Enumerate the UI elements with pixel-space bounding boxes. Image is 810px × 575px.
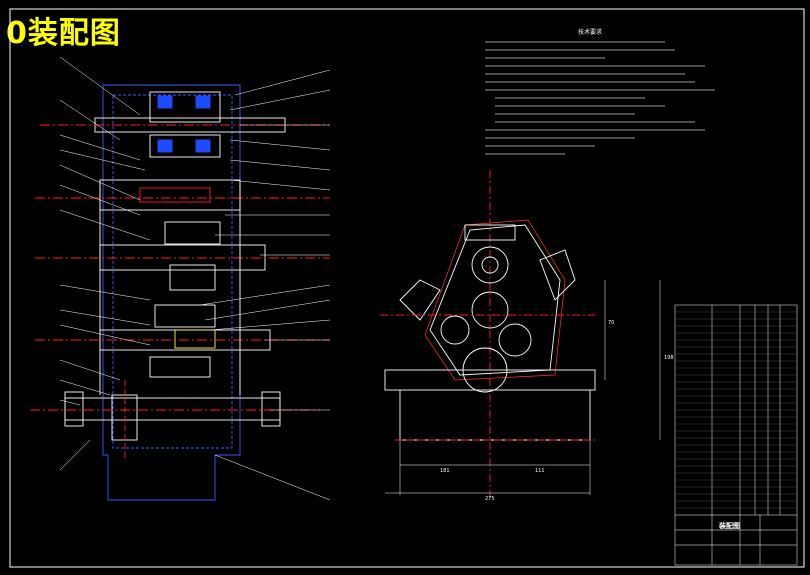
dim-width-total: 275 bbox=[485, 496, 495, 502]
title-block-name: 装配图 bbox=[719, 522, 740, 530]
dim-height-b: 198 bbox=[664, 355, 674, 361]
notes-lines bbox=[485, 41, 715, 155]
notes-heading: 技术要求 bbox=[578, 29, 603, 36]
dim-height-a: 70 bbox=[608, 320, 615, 326]
drawing-frame bbox=[9, 8, 805, 568]
dim-right-half: 111 bbox=[535, 468, 545, 474]
title-block-rows bbox=[675, 311, 797, 509]
dimension-lines bbox=[385, 280, 661, 495]
dim-left-half: 181 bbox=[440, 468, 450, 474]
section-view bbox=[30, 84, 330, 501]
leader-lines-left bbox=[59, 56, 331, 501]
end-view bbox=[380, 170, 596, 500]
drawing-title: 0装配图 bbox=[6, 16, 121, 51]
